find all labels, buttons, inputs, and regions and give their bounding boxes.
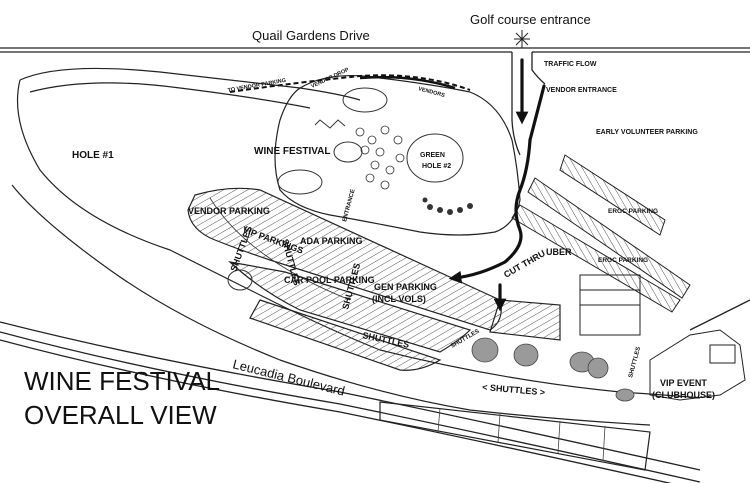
festival-area [274,74,521,236]
vendor-entrance-label: VENDOR ENTRANCE [546,87,617,94]
golf-course-entrance-label: Golf course entrance [470,12,591,27]
map-title-line-1: WINE FESTIVAL [24,366,220,396]
ponds [471,337,635,402]
ergc-parking [511,154,691,336]
hole-1-label: HOLE #1 [72,150,114,161]
vendors-label: VENDORS [417,86,445,99]
car-pool-label: CAR POOL PARKING [284,275,375,285]
wine-festival-label: WINE FESTIVAL [254,146,330,157]
traffic-flow-arrows [359,58,546,312]
vendor-drop-route [229,74,471,93]
leucadia-boulevard [0,321,701,483]
quail-gardens-drive-label: Quail Gardens Drive [252,28,370,43]
vip-event-label: VIP EVENT [660,378,707,388]
vendor-entrance-text: VENDOR ENTRANCE [546,87,617,94]
ergc-parking-label-2: ERGC PARKING [598,257,648,264]
shuttles-label-6: SHUTTLES [628,346,642,378]
vendor-parking-label: VENDOR PARKING [188,206,270,216]
gen-parking-label: GEN PARKING [374,282,437,292]
ada-parking-label: ADA PARKING [300,236,363,246]
traffic-flow-label: TRAFFIC FLOW [544,61,597,68]
quail-gardens-drive [0,47,750,53]
main-parking-lot [187,187,561,371]
ergc-parking-label-1: ERGC PARKING [608,208,658,215]
cut-thru-label: CUT THRU [502,248,547,280]
uber-label: UBER [546,247,572,257]
frontage-lots [379,401,651,471]
course-boundary [11,67,701,426]
entrance-road [511,30,546,156]
entrance-label: ENTRANCE [342,189,356,223]
shuttles-lower-label: < SHUTTLES > [482,382,546,397]
clubhouse-label: (CLUBHOUSE) [652,390,715,400]
green-label: GREEN [420,152,445,159]
map-title-line-2: OVERALL VIEW [24,400,217,430]
early-volunteer-label: EARLY VOLUNTEER PARKING [596,129,698,136]
clubhouse-area [649,299,750,401]
hole-2-label: HOLE #2 [422,163,451,170]
gen-parking-sub-label: (INCL VOLS) [372,294,426,304]
